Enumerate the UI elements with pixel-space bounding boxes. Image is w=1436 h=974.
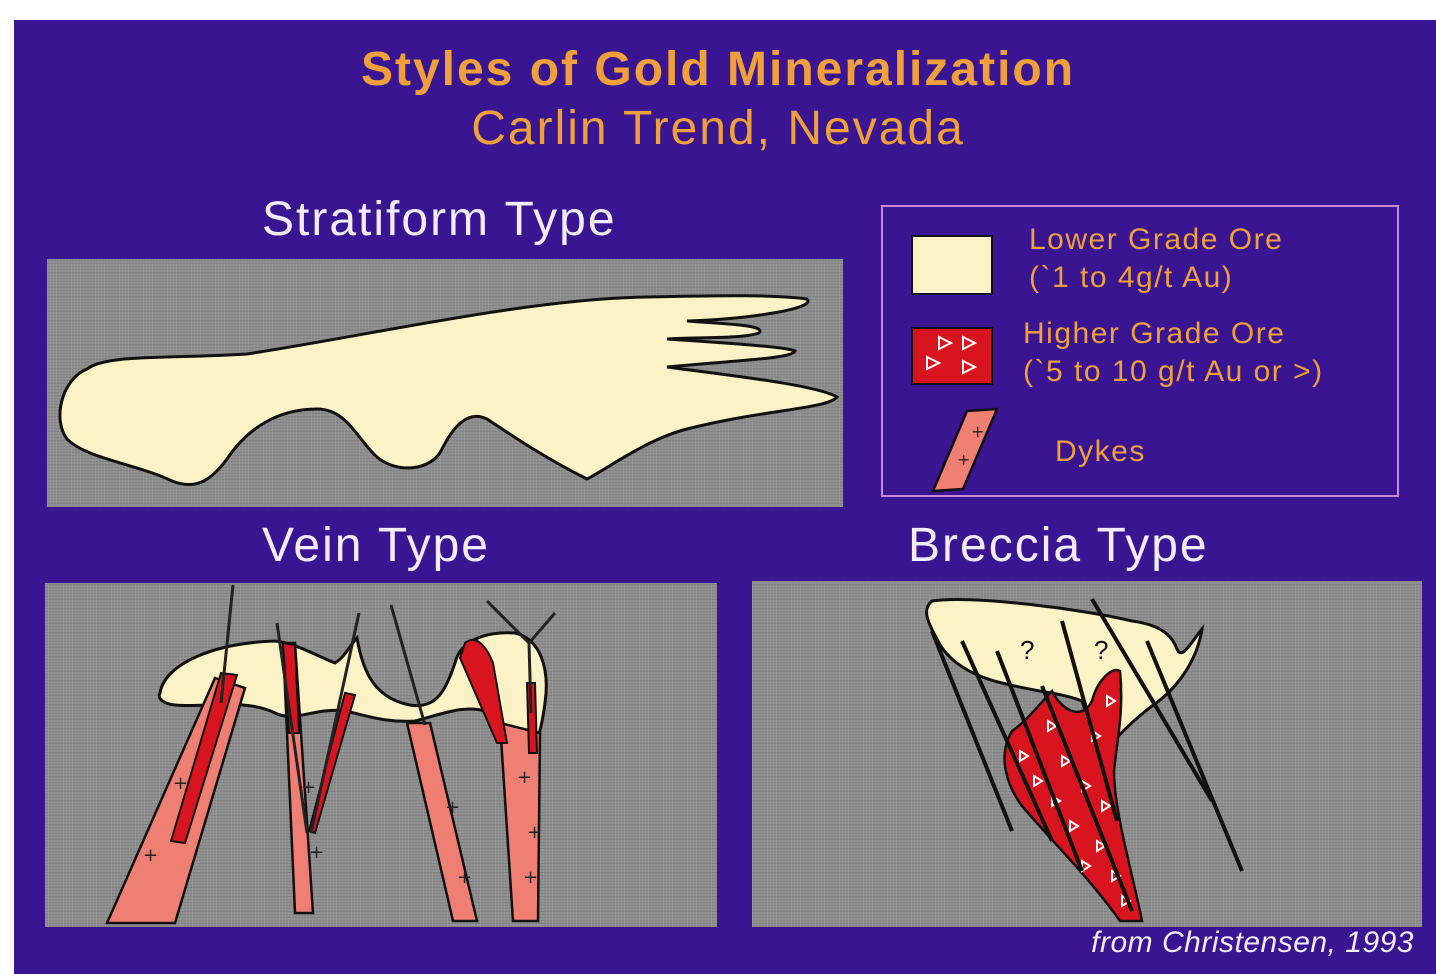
svg-text:+: + — [301, 777, 316, 798]
legend-lower-grade-swatch — [911, 235, 993, 295]
legend-higher-grade-label: Higher Grade Ore — [1023, 315, 1285, 353]
dyke-icon: + + — [927, 405, 1007, 495]
high-grade-vein-5 — [527, 683, 537, 753]
svg-text:+: + — [517, 767, 532, 788]
title-line-1: Styles of Gold Mineralization — [0, 42, 1436, 97]
legend-dykes-label: Dykes — [1055, 433, 1146, 471]
legend-lower-grade-label: Lower Grade Ore — [1029, 221, 1283, 259]
legend-higher-grade-range: (`5 to 10 g/t Au or >) — [1023, 353, 1324, 391]
vein-panel: + + + + + + + + + — [45, 583, 717, 927]
svg-text:+: + — [527, 822, 542, 843]
legend-higher-grade-swatch — [911, 327, 993, 385]
source-credit: from Christensen, 1993 — [1091, 926, 1414, 960]
breccia-panel: ? ? — [752, 581, 1422, 927]
svg-text:+: + — [523, 867, 538, 888]
breccia-triangles-icon — [913, 329, 991, 383]
svg-text:+: + — [971, 422, 984, 441]
vein-type-title: Vein Type — [262, 518, 490, 573]
svg-text:+: + — [445, 797, 460, 818]
dyke-3 — [407, 723, 477, 921]
svg-text:+: + — [173, 773, 188, 794]
legend-lower-grade-range: (`1 to 4g/t Au) — [1029, 259, 1233, 297]
stratiform-ore-body — [60, 296, 837, 485]
svg-text:+: + — [457, 867, 472, 888]
stratiform-type-title: Stratiform Type — [262, 192, 617, 247]
breccia-type-title: Breccia Type — [908, 518, 1209, 573]
svg-text:+: + — [309, 842, 324, 863]
breccia-drawing: ? ? — [752, 581, 1422, 927]
breccia-question-mark-1: ? — [1020, 635, 1034, 665]
breccia-question-mark-2: ? — [1094, 635, 1108, 665]
stratiform-drawing — [47, 259, 843, 507]
svg-text:+: + — [957, 450, 970, 469]
legend-box: Lower Grade Ore (`1 to 4g/t Au) Higher G… — [881, 205, 1399, 497]
svg-text:+: + — [143, 845, 158, 866]
stratiform-panel — [47, 259, 843, 507]
title-line-2: Carlin Trend, Nevada — [0, 101, 1436, 156]
vein-drawing: + + + + + + + + + — [45, 583, 717, 927]
